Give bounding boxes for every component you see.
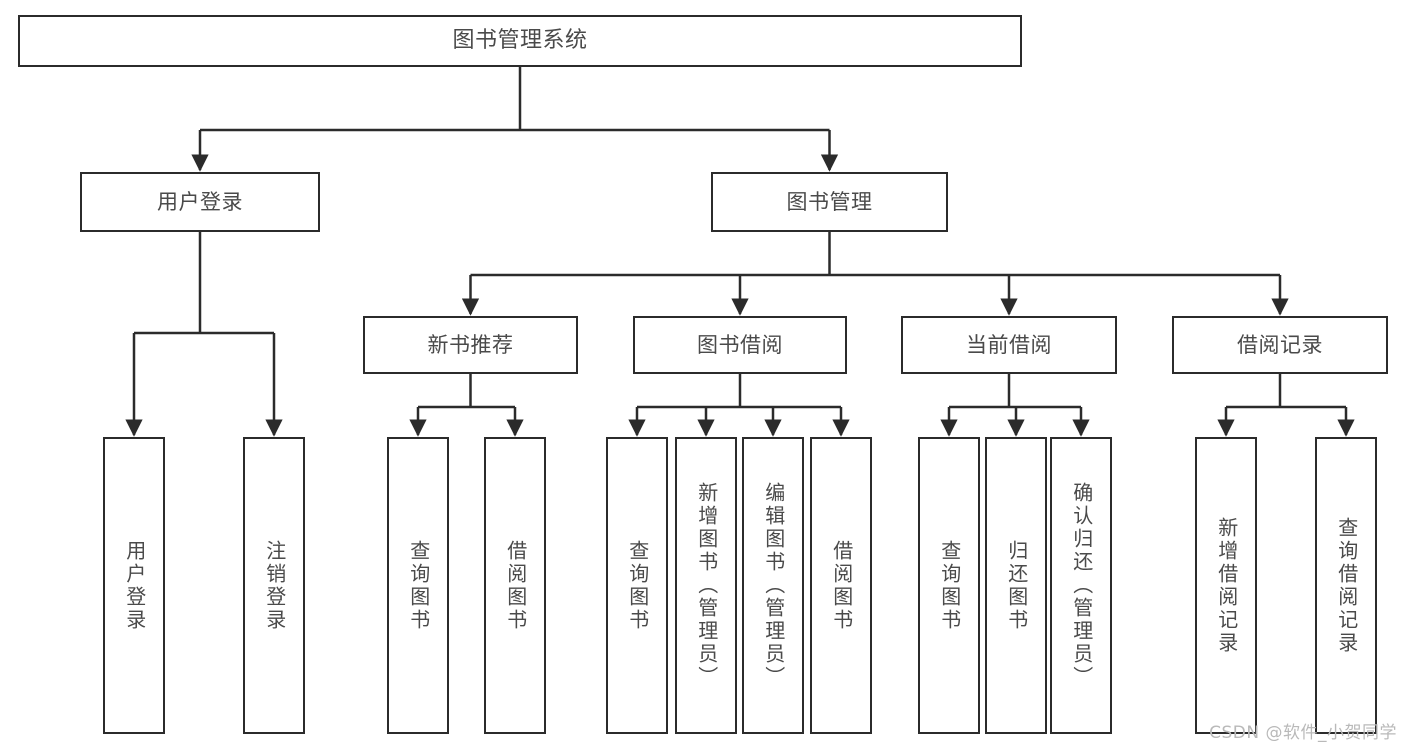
leaf-query-borrow-record[interactable]: 查询借阅记录 (1315, 437, 1377, 734)
node-label: 借阅记录 (1237, 332, 1323, 357)
node-label: 借阅图书 (829, 539, 854, 632)
node-label: 图书借阅 (697, 332, 783, 357)
node-label: 新增借阅记录 (1214, 516, 1239, 655)
node-user-login[interactable]: 用户登录 (80, 172, 320, 232)
leaf-query-book-current[interactable]: 查询图书 (918, 437, 980, 734)
node-label: 借阅图书 (503, 539, 528, 632)
node-book-borrow[interactable]: 图书借阅 (633, 316, 847, 374)
node-label: 用户登录 (122, 539, 147, 632)
node-label: 查询图书 (406, 539, 431, 632)
node-label: 图书管理 (786, 189, 873, 214)
node-book-management[interactable]: 图书管理 (711, 172, 948, 232)
node-label: 编辑图书（管理员） (761, 482, 786, 689)
leaf-add-borrow-record[interactable]: 新增借阅记录 (1195, 437, 1257, 734)
node-root[interactable]: 图书管理系统 (18, 15, 1022, 67)
leaf-borrow-book[interactable]: 借阅图书 (810, 437, 872, 734)
node-label: 注销登录 (262, 539, 287, 632)
node-label: 查询图书 (625, 539, 650, 632)
node-label: 归还图书 (1004, 539, 1029, 632)
leaf-query-book-borrow[interactable]: 查询图书 (606, 437, 668, 734)
leaf-query-book-recommend[interactable]: 查询图书 (387, 437, 449, 734)
leaf-add-book-admin[interactable]: 新增图书（管理员） (675, 437, 737, 734)
leaf-logout[interactable]: 注销登录 (243, 437, 305, 734)
node-label: 图书管理系统 (452, 28, 588, 54)
leaf-confirm-return-admin[interactable]: 确认归还（管理员） (1050, 437, 1112, 734)
csdn-watermark: CSDN @软件_小贺同学 (1209, 723, 1397, 743)
node-label: 当前借阅 (966, 332, 1052, 357)
leaf-return-book[interactable]: 归还图书 (985, 437, 1047, 734)
node-label: 新增图书（管理员） (694, 482, 719, 689)
leaf-user-login[interactable]: 用户登录 (103, 437, 165, 734)
node-label: 用户登录 (157, 189, 243, 214)
node-label: 查询借阅记录 (1334, 516, 1359, 655)
node-label: 确认归还（管理员） (1069, 482, 1094, 689)
node-current-borrow[interactable]: 当前借阅 (901, 316, 1117, 374)
leaf-borrow-book-recommend[interactable]: 借阅图书 (484, 437, 546, 734)
node-label: 新书推荐 (427, 332, 514, 357)
node-borrow-record[interactable]: 借阅记录 (1172, 316, 1388, 374)
node-label: 查询图书 (937, 539, 962, 632)
leaf-edit-book-admin[interactable]: 编辑图书（管理员） (742, 437, 804, 734)
node-new-book-recommend[interactable]: 新书推荐 (363, 316, 578, 374)
